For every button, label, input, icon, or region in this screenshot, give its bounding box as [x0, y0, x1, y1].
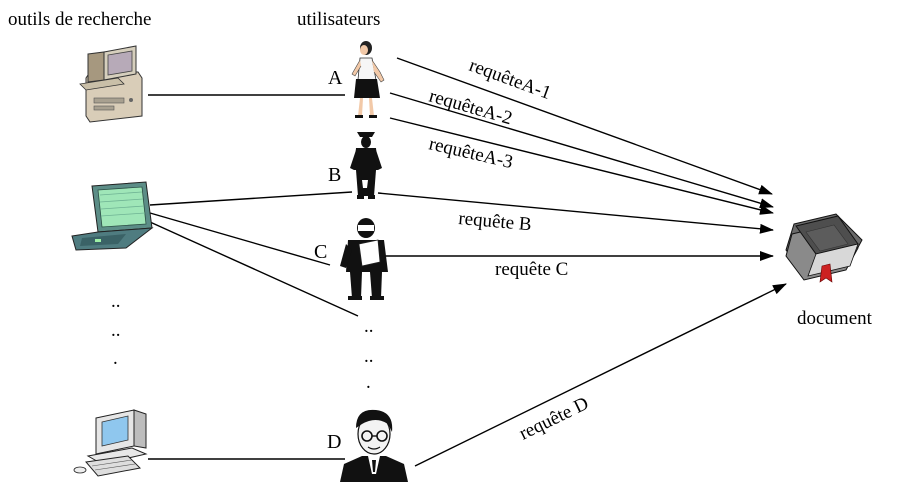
desktop-computer-icon	[79, 45, 143, 123]
link-tool2-user-b	[149, 191, 353, 206]
document-label: document	[797, 308, 873, 329]
query-label-a1: requêteA-1	[466, 55, 553, 104]
workstation-computer-icon	[73, 409, 148, 477]
woman-figure-icon	[351, 41, 385, 118]
user-label-b: B	[328, 164, 341, 186]
arrow-query-a3	[389, 117, 774, 215]
tools-ellipsis-3: .	[113, 348, 118, 369]
arrow-query-b	[377, 192, 774, 234]
query-label-a3: requêteA-3	[427, 133, 515, 173]
tools-ellipsis-1: ..	[111, 291, 121, 312]
laptop-icon	[71, 181, 154, 251]
user-label-a: A	[328, 67, 343, 89]
tools-ellipsis-2: ..	[111, 320, 121, 341]
link-tool2-others	[149, 221, 359, 317]
query-label-c: requête C	[495, 259, 568, 280]
user-label-c: C	[314, 241, 327, 263]
query-label-a2: requêteA-2	[427, 86, 515, 130]
man-with-papers-icon	[340, 218, 388, 300]
arrow-query-a2	[389, 92, 774, 209]
man-with-glasses-icon	[340, 409, 408, 482]
link-tool2-user-c	[149, 212, 331, 266]
query-label-d: requête D	[516, 393, 592, 444]
uniformed-man-figure-icon	[350, 132, 382, 199]
user-label-d: D	[327, 431, 341, 453]
users-ellipsis-2: ..	[364, 346, 374, 367]
users-ellipsis-3: .	[366, 372, 371, 393]
arrow-query-a1	[396, 57, 773, 195]
book-icon	[785, 213, 863, 283]
tools-header: outils de recherche	[8, 9, 151, 30]
users-ellipsis-1: ..	[364, 316, 374, 337]
arrow-query-d	[414, 283, 787, 467]
users-header: utilisateurs	[297, 9, 380, 30]
query-label-b: requête B	[458, 208, 533, 235]
